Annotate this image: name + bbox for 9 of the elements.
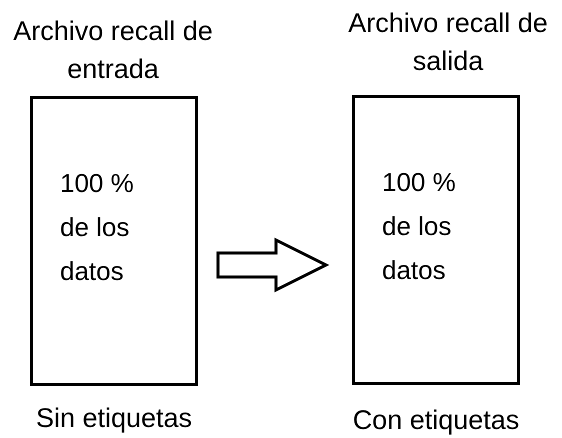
caption-text: Sin etiquetas: [34, 402, 194, 435]
box-text: 100 % de los datos: [382, 166, 457, 287]
block-arrow: [216, 238, 330, 292]
box-heading: Archivo recall de entrada: [12, 15, 214, 86]
box-text: 100 % de los datos: [60, 167, 135, 288]
file-box: [352, 95, 520, 385]
file-box: [30, 96, 198, 386]
caption-text: Con etiquetas: [352, 404, 520, 437]
box-heading: Archivo recall de salida: [347, 7, 549, 78]
